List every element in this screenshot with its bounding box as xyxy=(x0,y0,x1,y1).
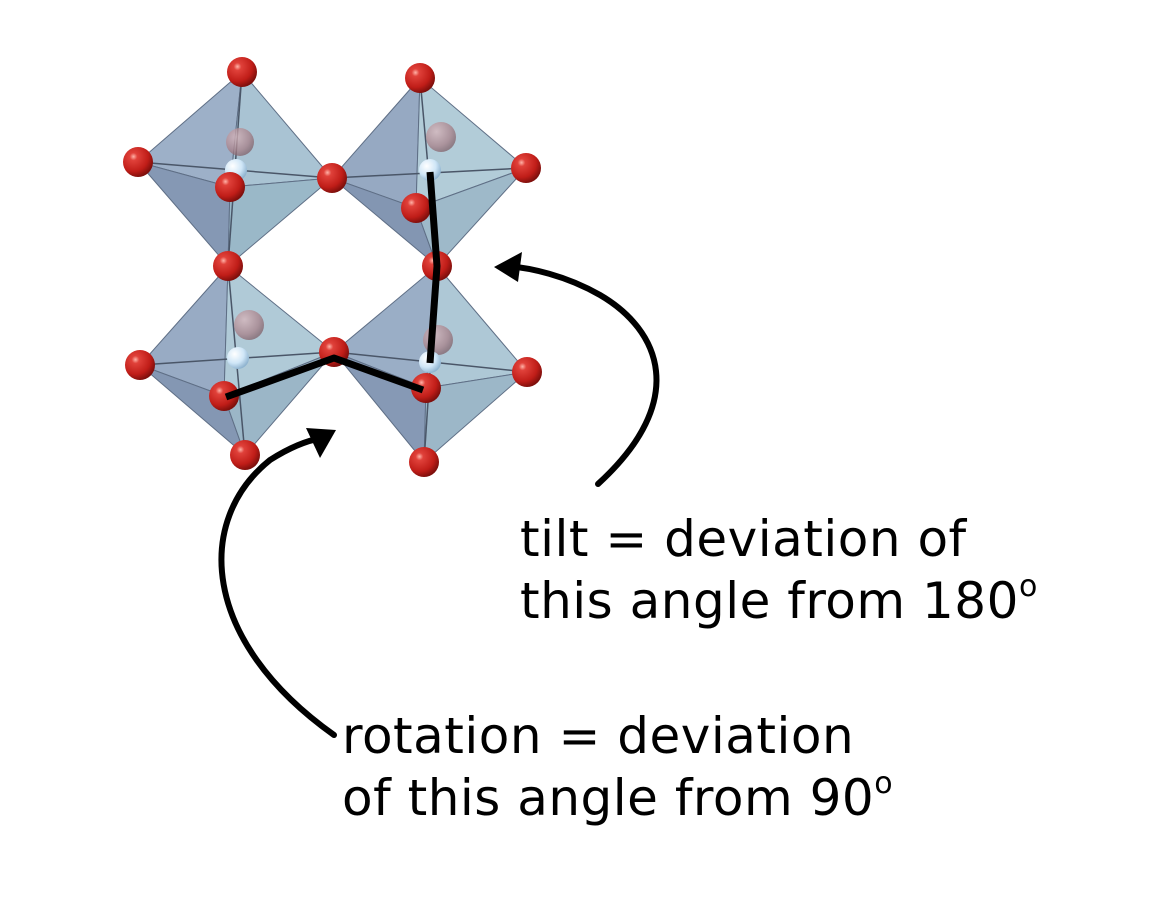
tilt-arrow xyxy=(505,263,660,487)
tilt-annotation-line2-text: this angle from 180 xyxy=(520,572,1019,630)
rotation-arrowhead xyxy=(306,428,336,458)
oxygen-atom xyxy=(511,153,541,183)
oxygen-atom xyxy=(401,193,431,223)
tilt-annotation-line2: this angle from 180o xyxy=(520,570,1038,632)
rotation-arrow xyxy=(218,435,337,738)
rotation-annotation-line2-text: of this angle from 90 xyxy=(342,769,875,827)
tilt-angle-line xyxy=(426,171,441,364)
oxygen-atom xyxy=(215,172,245,202)
octahedron-bottom-left xyxy=(139,264,335,457)
rotation-annotation-line2: of this angle from 90o xyxy=(342,767,893,829)
rotation-annotation-line1: rotation = deviation xyxy=(342,707,855,765)
oxygen-atom xyxy=(227,57,257,87)
oxygen-atom xyxy=(409,447,439,477)
oxygen-atom xyxy=(317,163,347,193)
b-site-atom xyxy=(419,159,441,181)
oxygen-atom xyxy=(512,357,542,387)
b-site-atom xyxy=(227,347,249,369)
oxygen-atom xyxy=(209,381,239,411)
tilt-annotation: tilt = deviation of this angle from 180o xyxy=(520,508,1038,632)
oxygen-atoms xyxy=(123,57,542,477)
a-site-atom xyxy=(426,122,456,152)
oxygen-atom xyxy=(213,251,243,281)
rotation-angle-line xyxy=(224,354,425,401)
oxygen-atom xyxy=(411,373,441,403)
rotation-annotation: rotation = deviation of this angle from … xyxy=(342,705,893,829)
oxygen-atom xyxy=(123,147,153,177)
degree-superscript: o xyxy=(874,766,894,801)
octahedron-top-right xyxy=(331,76,527,268)
octahedron-bottom-right xyxy=(332,264,529,464)
oxygen-atom xyxy=(230,440,260,470)
a-site-atom xyxy=(226,128,254,156)
octahedron-top-left xyxy=(136,70,334,268)
degree-superscript: o xyxy=(1018,569,1038,604)
tilt-arrowhead xyxy=(494,252,522,282)
oxygen-atom xyxy=(405,63,435,93)
a-site-atom xyxy=(234,310,264,340)
oxygen-atom xyxy=(125,350,155,380)
tilt-annotation-line1: tilt = deviation of xyxy=(520,510,967,568)
